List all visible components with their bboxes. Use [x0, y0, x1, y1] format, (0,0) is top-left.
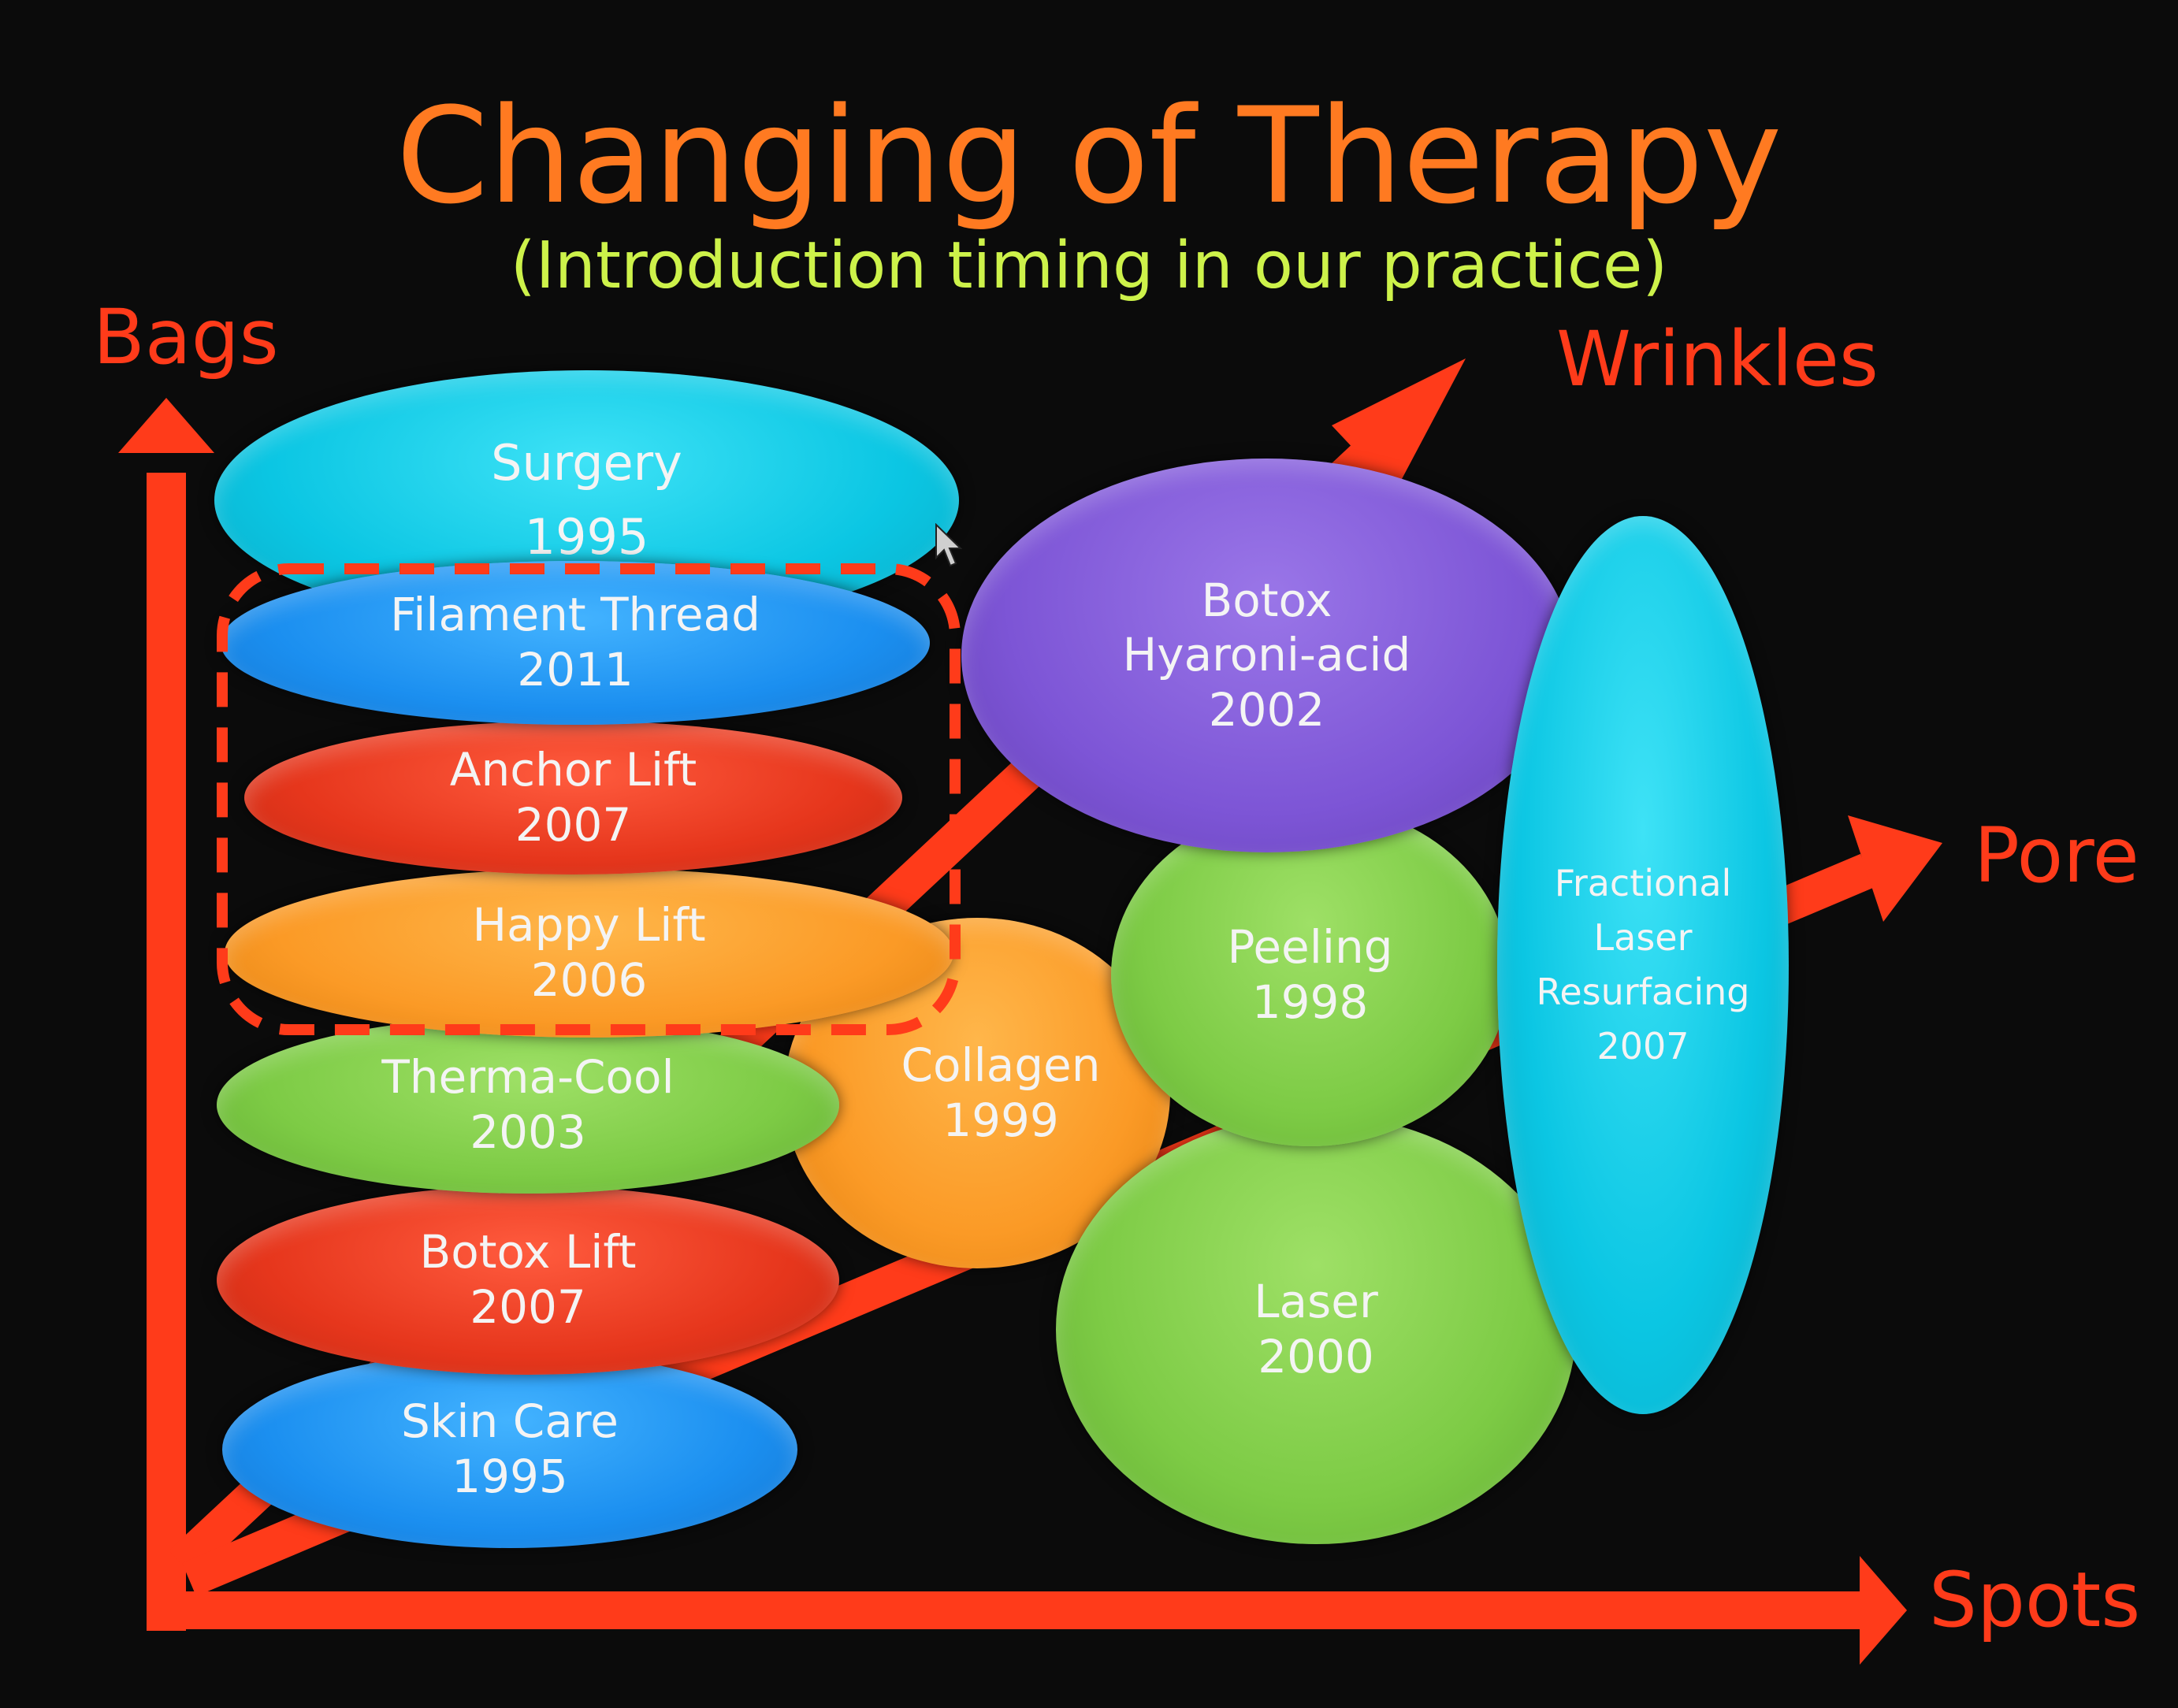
botox-hyaronic-name2: Hyaroni-acid [1122, 628, 1411, 682]
peeling-year: 1998 [1251, 975, 1369, 1029]
collagen-year: 1999 [942, 1093, 1059, 1147]
mouse-cursor-icon [935, 523, 963, 567]
anchor-lift-name: Anchor Lift [449, 742, 697, 796]
botox-hyaronic-name1: Botox [1201, 573, 1332, 627]
bags-axis-shaft [147, 473, 186, 1631]
skin-care-node: Skin Care 1995 [222, 1351, 797, 1548]
axis-label-pore: Pore [1974, 811, 2139, 900]
fractional-year: 2007 [1596, 1025, 1689, 1068]
axis-label-bags: Bags [93, 293, 279, 381]
botox-hyaronic-node: Botox Hyaroni-acid 2002 [961, 459, 1572, 852]
happy-lift-name: Happy Lift [472, 897, 706, 952]
therma-cool-node: Therma-Cool 2003 [217, 1016, 839, 1194]
anchor-lift-node: Anchor Lift 2007 [244, 721, 902, 874]
skin-care-year: 1995 [452, 1450, 568, 1503]
happy-lift-year: 2006 [530, 952, 648, 1007]
fractional-line2: Laser [1593, 916, 1693, 959]
peeling-node: Peeling 1998 [1111, 804, 1509, 1146]
wrinkles-axis-arrowhead [1332, 358, 1466, 492]
axis-label-spots: Spots [1929, 1556, 2141, 1644]
fractional-line3: Resurfacing [1536, 971, 1750, 1013]
surgery-year: 1995 [524, 508, 649, 566]
surgery-name: Surgery [491, 433, 682, 492]
spots-axis-shaft [147, 1591, 1864, 1629]
slide-title: Changing of Therapy [396, 79, 1782, 233]
axis-label-wrinkles: Wrinkles [1556, 315, 1879, 403]
botox-lift-name: Botox Lift [419, 1225, 637, 1279]
anchor-lift-year: 2007 [515, 797, 632, 852]
therma-cool-year: 2003 [470, 1105, 586, 1159]
bags-axis-arrowhead [118, 398, 214, 453]
collagen-name: Collagen [901, 1038, 1101, 1092]
spots-axis-arrowhead [1860, 1556, 1907, 1665]
skin-care-name: Skin Care [400, 1394, 619, 1449]
filament-thread-node: Filament Thread 2011 [221, 561, 930, 725]
therma-cool-name: Therma-Cool [381, 1049, 675, 1104]
slide-subtitle: (Introduction timing in our practice) [510, 228, 1668, 303]
botox-hyaronic-year: 2002 [1208, 682, 1325, 737]
laser-node: Laser 2000 [1056, 1115, 1576, 1544]
filament-thread-year: 2011 [517, 643, 634, 696]
botox-lift-node: Botox Lift 2007 [217, 1186, 839, 1375]
botox-lift-year: 2007 [470, 1280, 586, 1334]
fractional-line1: Fractional [1554, 862, 1732, 904]
peeling-name: Peeling [1227, 919, 1393, 974]
fractional-laser-node: Fractional Laser Resurfacing 2007 [1497, 516, 1789, 1414]
pore-axis-arrowhead [1848, 815, 1942, 922]
happy-lift-node: Happy Lift 2006 [225, 868, 953, 1038]
laser-year: 2000 [1258, 1329, 1374, 1383]
laser-name: Laser [1254, 1274, 1378, 1328]
filament-thread-name: Filament Thread [390, 588, 760, 642]
